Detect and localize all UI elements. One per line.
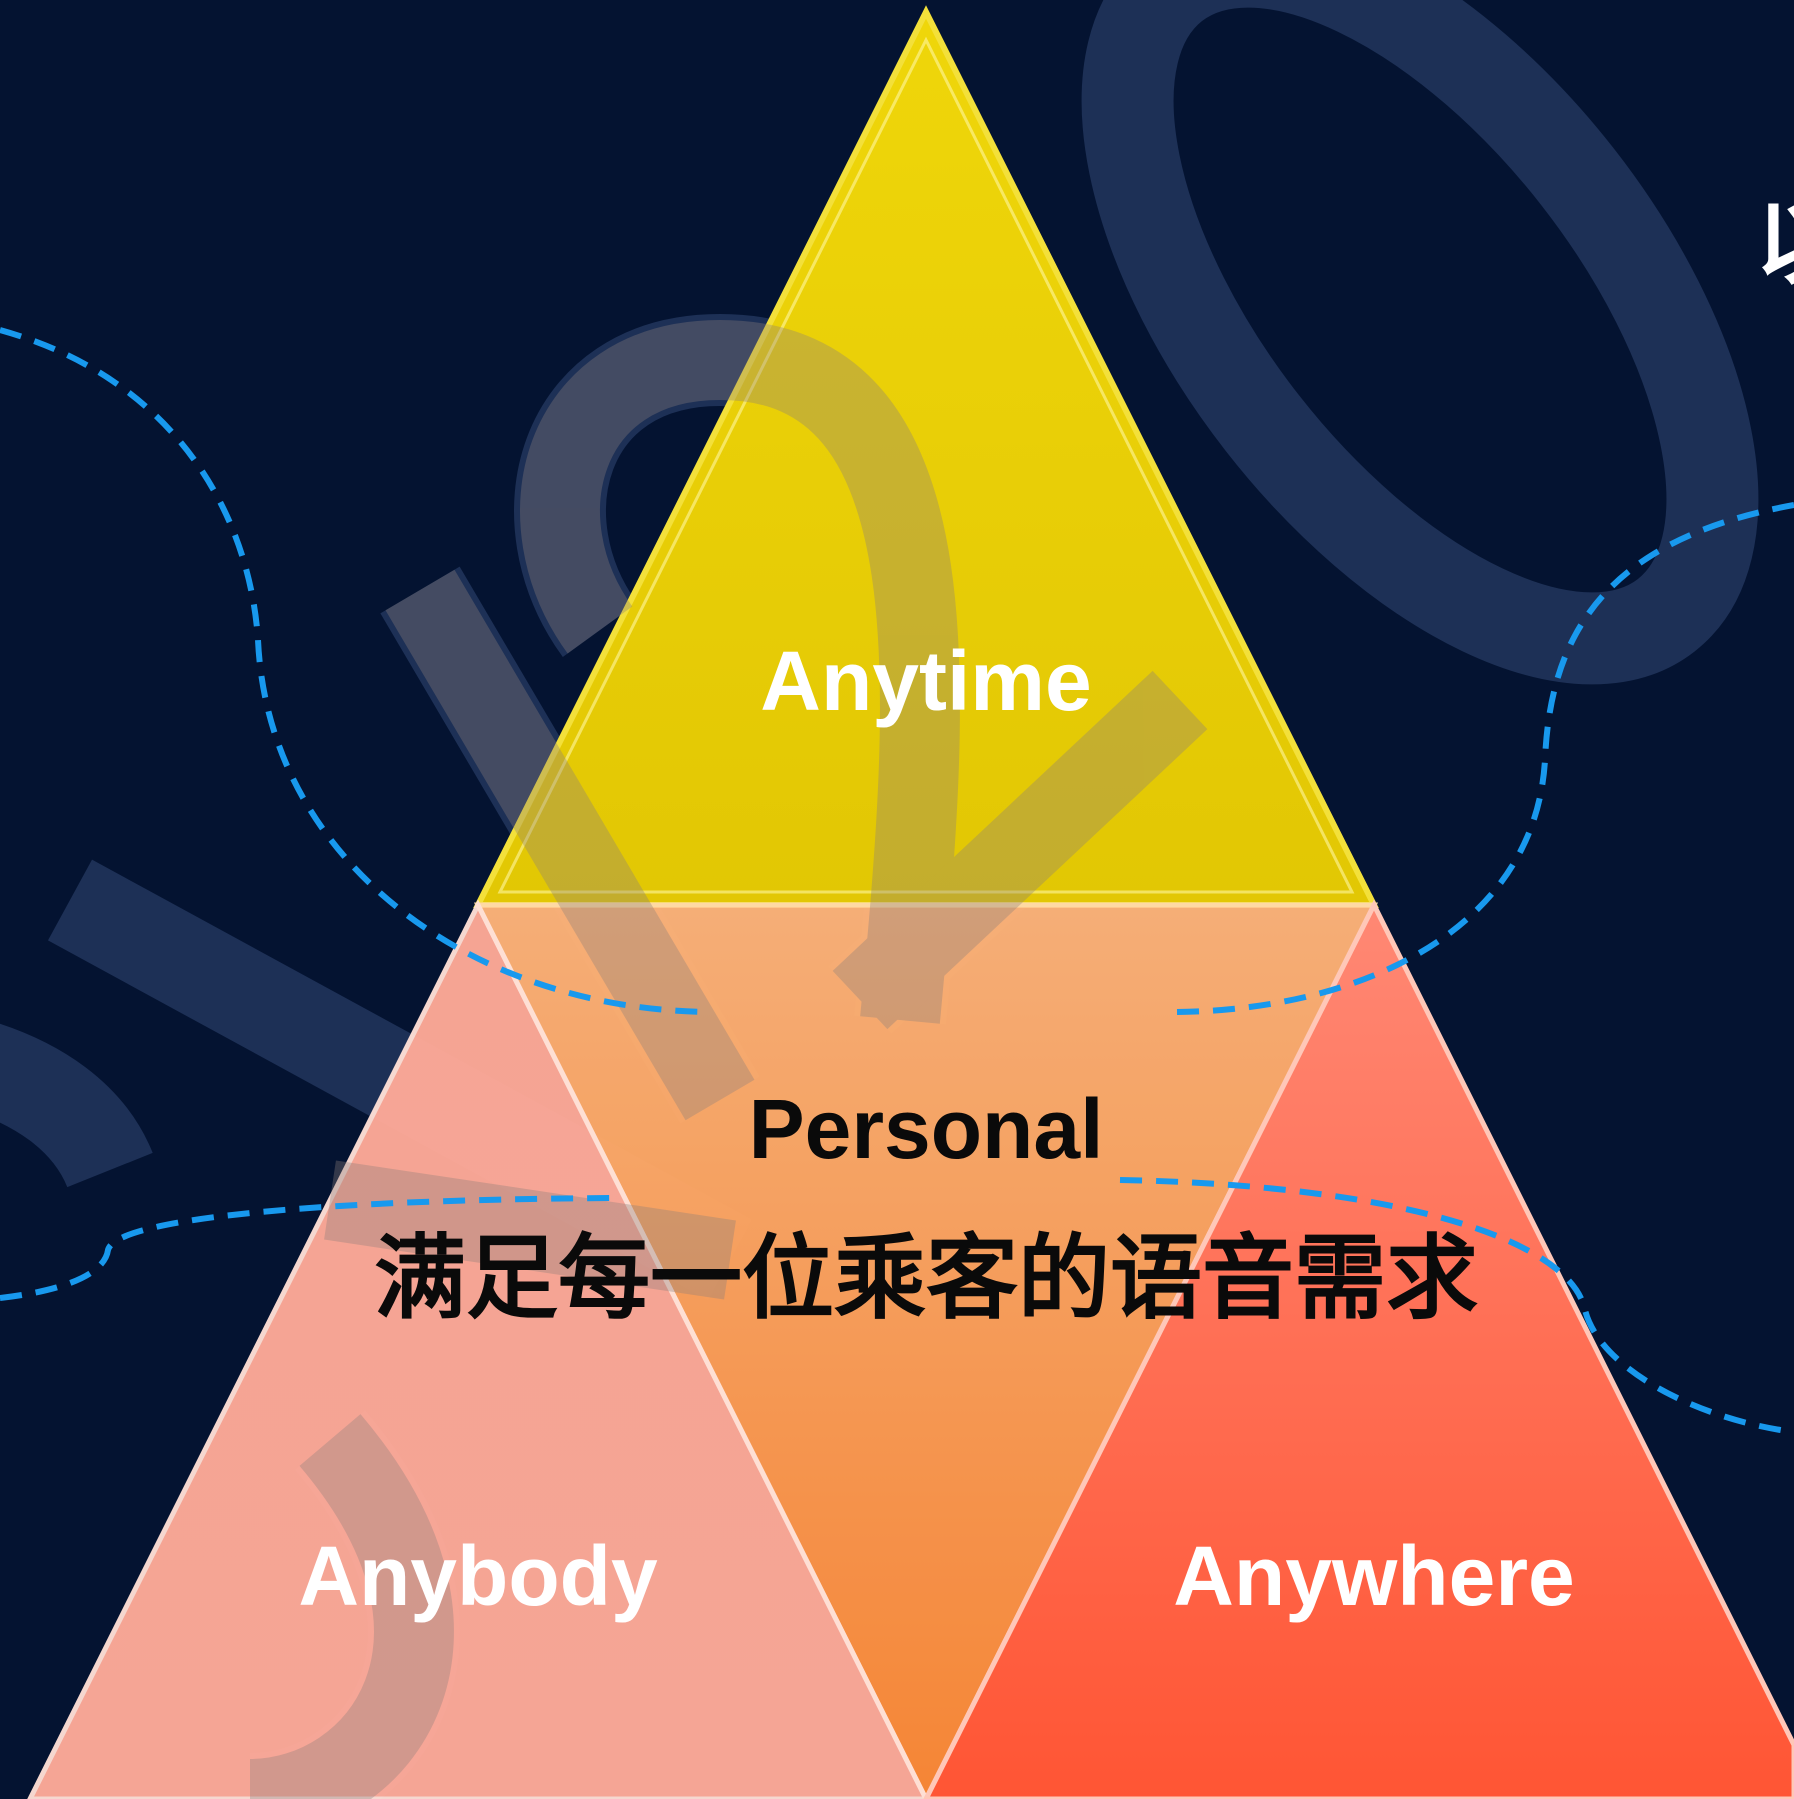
left-triangle: [27, 899, 929, 1799]
dashed-line-right-lower: [1119, 1177, 1794, 1435]
watermark-overlay: [248, 319, 1208, 1799]
dashed-connectors: [0, 327, 1794, 1435]
anytime-label: Anytime: [760, 634, 1091, 728]
left-segment: [27, 899, 929, 1799]
right-triangle: [923, 899, 1794, 1799]
dashed-line-right-upper: [1169, 502, 1794, 1015]
watermark-left-arc: [0, 1023, 153, 1189]
personal-label: Personal: [749, 1082, 1104, 1176]
anywhere-label: Anywhere: [1173, 1529, 1574, 1623]
anybody-label: Anybody: [298, 1529, 658, 1623]
right-segment: [923, 899, 1794, 1799]
watermark-ring: [1081, 0, 1759, 685]
cropped-edge-text: 以: [1755, 190, 1794, 297]
dashed-line-left-lower: [0, 1195, 613, 1301]
top-triangle-highlight: [497, 36, 1355, 894]
dashed-line-left-upper: [0, 327, 711, 1015]
center-subtitle: 满足每一位乘客的语音需求: [374, 1225, 1478, 1332]
